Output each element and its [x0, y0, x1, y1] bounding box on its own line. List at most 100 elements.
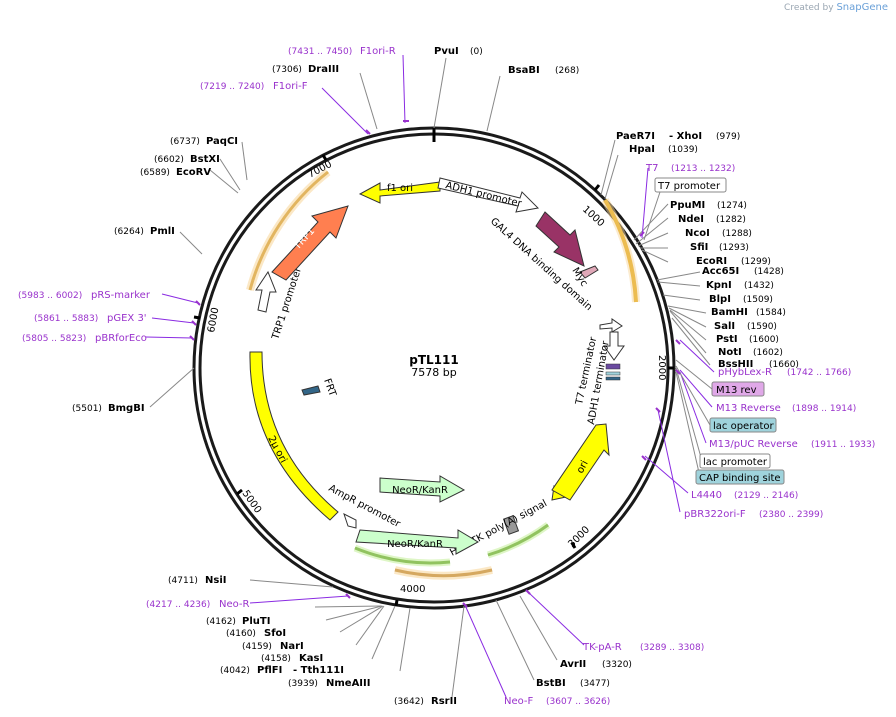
svg-text:(1274): (1274)	[717, 201, 747, 211]
svg-text:(1898 .. 1914): (1898 .. 1914)	[792, 404, 856, 414]
box-cap-binding-site: CAP binding site	[695, 469, 785, 485]
svg-text:(6737): (6737)	[170, 137, 200, 147]
primer-prs-marker: (5983 .. 6002)pRS-marker	[18, 290, 151, 301]
enzyme-noti: NotI(1602)	[718, 347, 783, 358]
svg-text:(4217 .. 4236): (4217 .. 4236)	[146, 600, 210, 610]
svg-text:BamHI: BamHI	[711, 307, 748, 318]
svg-text:NmeAIII: NmeAIII	[326, 678, 370, 689]
enzyme-psti: PstI(1600)	[716, 334, 779, 345]
svg-text:(268): (268)	[555, 66, 579, 76]
enzyme-ndei: NdeI(1282)	[678, 214, 746, 225]
boxed-feature-labels: T7 promoter M13 rev lac operator lac pro…	[654, 177, 785, 485]
tick-1000-label: 1000	[580, 204, 606, 229]
snapgene-watermark: Created by SnapGene	[784, 2, 888, 13]
svg-text:(7306): (7306)	[272, 65, 302, 75]
svg-text:(2129 .. 2146): (2129 .. 2146)	[734, 491, 798, 501]
svg-text:pBR322ori-F: pBR322ori-F	[684, 509, 746, 520]
box-t7-promoter: T7 promoter	[654, 177, 727, 193]
svg-text:(3320): (3320)	[602, 660, 632, 670]
primer-m13-puc-reverse: M13/pUC Reverse (1911 .. 1933)	[709, 439, 875, 450]
enzyme-sali: SalI(1590)	[714, 321, 777, 332]
svg-text:ADH1 promoter: ADH1 promoter	[444, 180, 523, 210]
svg-text:NcoI: NcoI	[685, 228, 710, 239]
feature-2mu-ori: 2μ ori	[249, 351, 339, 521]
svg-text:F1ori-F: F1ori-F	[273, 81, 308, 92]
svg-text:Neo-F: Neo-F	[504, 696, 534, 707]
svg-text:Acc65I: Acc65I	[702, 266, 739, 277]
enzyme-pflfi-tth111i: (4042)PflFI- Tth111I	[220, 665, 344, 676]
tick-6000-label: 6000	[206, 307, 221, 334]
svg-text:BstXI: BstXI	[190, 154, 220, 165]
svg-text:(6264): (6264)	[114, 227, 144, 237]
feature-f1-ori: f1 ori	[358, 181, 441, 204]
svg-text:(3607 .. 3626): (3607 .. 3626)	[546, 697, 610, 707]
svg-text:SfiI: SfiI	[690, 242, 708, 253]
svg-text:(1432): (1432)	[744, 281, 774, 291]
svg-text:(0): (0)	[470, 47, 483, 57]
svg-text:AvrII: AvrII	[560, 659, 586, 670]
enzyme-acc65i: Acc65I (1428)	[702, 266, 784, 277]
svg-text:NdeI: NdeI	[678, 214, 704, 225]
svg-text:(3289 .. 3308): (3289 .. 3308)	[640, 643, 704, 653]
primer-pbr322ori-f: pBR322ori-F(2380 .. 2399)	[684, 509, 823, 520]
enzyme-kasi: (4158)KasI	[261, 653, 323, 664]
primer-m13-reverse: M13 Reverse (1898 .. 1914)	[716, 403, 856, 414]
svg-text:NsiI: NsiI	[205, 575, 226, 586]
svg-text:(1428): (1428)	[754, 267, 784, 277]
svg-text:Neo-R: Neo-R	[219, 599, 250, 610]
svg-text:f1 ori: f1 ori	[387, 183, 413, 194]
enzyme-kpni: KpnI(1432)	[706, 280, 774, 291]
svg-text:(7431 .. 7450): (7431 .. 7450)	[288, 47, 352, 57]
box-m13-rev: M13 rev	[711, 381, 765, 397]
svg-text:(7219 .. 7240): (7219 .. 7240)	[200, 82, 264, 92]
svg-text:(4711): (4711)	[168, 576, 198, 586]
enzyme-bsshii: BssHII(1660)	[718, 359, 799, 370]
plasmid-size: 7578 bp	[411, 366, 456, 379]
watermark-brand: SnapGene	[836, 2, 888, 13]
enzyme-sfoi: (4160)SfoI	[226, 628, 286, 639]
svg-text:PaeR7I: PaeR7I	[616, 131, 655, 142]
svg-text:(1039): (1039)	[668, 145, 698, 155]
enzyme-ecorv: (6589)EcoRV	[140, 167, 211, 178]
feature-ori: ori	[551, 423, 610, 501]
tick-6000: 6000	[193, 307, 221, 334]
svg-text:(4160): (4160)	[226, 629, 256, 639]
svg-text:M13 rev: M13 rev	[716, 385, 757, 396]
primer-t7: T7(1213 .. 1232)	[645, 163, 735, 174]
svg-text:(1213 .. 1232): (1213 .. 1232)	[671, 164, 735, 174]
feature-neor-kanr-1: NeoR/KanR	[379, 475, 466, 503]
plasmid-name: pTL111	[409, 353, 458, 367]
svg-text:NeoR/KanR: NeoR/KanR	[387, 539, 443, 550]
svg-text:M13/pUC Reverse: M13/pUC Reverse	[709, 439, 798, 450]
svg-text:(5805 .. 5823): (5805 .. 5823)	[22, 334, 86, 344]
enzyme-nmeaiii: (3939)NmeAIII	[288, 678, 370, 689]
svg-text:lac operator: lac operator	[713, 421, 774, 432]
boxed-leaders	[643, 191, 713, 478]
svg-text:EcoRV: EcoRV	[176, 167, 211, 178]
svg-text:FRT: FRT	[321, 377, 338, 399]
enzyme-blpi: BlpI(1509)	[709, 294, 773, 305]
svg-text:(1911 .. 1933): (1911 .. 1933)	[811, 440, 875, 450]
enzyme-pmli: (6264)PmlI	[114, 226, 175, 237]
svg-text:PluTI: PluTI	[242, 616, 270, 627]
svg-text:(4158): (4158)	[261, 654, 291, 664]
enzyme-nsii: (4711) NsiI	[168, 575, 226, 586]
primer-neo-f: Neo-F (3607 .. 3626)	[504, 696, 610, 707]
watermark-prefix: Created by	[784, 3, 834, 13]
primer-labels: (7431 .. 7450)F1ori-R (7219 .. 7240)F1or…	[18, 46, 875, 707]
primer-l4440: L4440(2129 .. 2146)	[691, 490, 798, 501]
tick-4000-label: 4000	[400, 584, 425, 595]
tick-2000-label: 2000	[656, 355, 667, 380]
enzyme-rsrii: (3642)RsrII	[394, 696, 457, 707]
svg-text:NotI: NotI	[718, 347, 742, 358]
svg-text:M13 Reverse: M13 Reverse	[716, 403, 781, 414]
svg-text:(1742 .. 1766): (1742 .. 1766)	[787, 368, 851, 378]
enzyme-ecori: EcoRI(1299)	[696, 256, 771, 267]
enzyme-sfii: SfiI(1293)	[690, 242, 749, 253]
tick-4000: 4000	[394, 584, 425, 607]
svg-text:TK-pA-R: TK-pA-R	[582, 642, 622, 653]
enzyme-leaders	[149, 57, 711, 698]
svg-text:- XhoI: - XhoI	[669, 131, 702, 142]
svg-text:EcoRI: EcoRI	[696, 256, 727, 267]
enzyme-bstxi: (6602)BstXI	[154, 154, 220, 165]
